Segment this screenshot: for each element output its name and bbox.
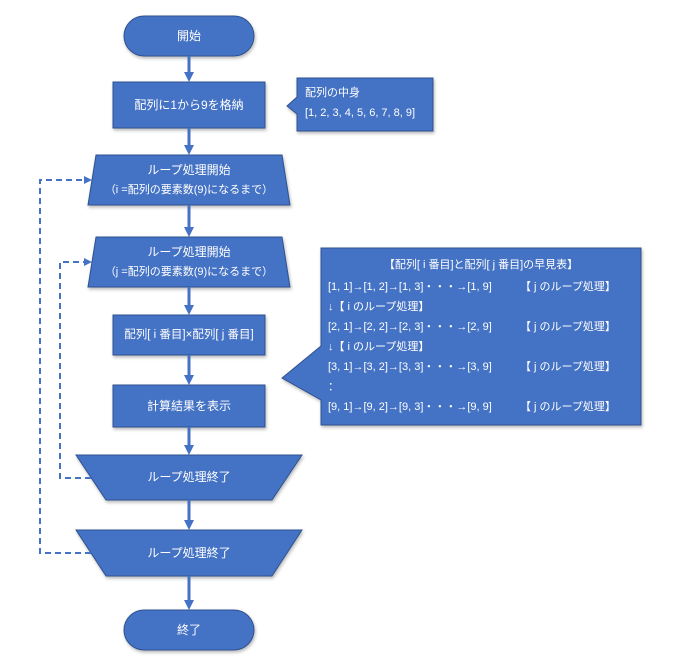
inner-loop-end-shape: [75, 454, 303, 501]
lookup-line: ↓【 i のループ処理】: [328, 340, 429, 353]
inner-loop-start-shape: [87, 236, 291, 288]
inner-loop-end-label: ループ処理終了: [147, 469, 230, 484]
multiply-process-shape: [112, 314, 266, 356]
init-process-label: 配列に1から9を格納: [134, 97, 243, 112]
lookup-line: [1, 1]→[1, 2]→[1, 3]・・・→[1, 9]: [328, 281, 492, 293]
array-note-callout: 配列の中身 [1, 2, 3, 4, 5, 6, 7, 8, 9]: [286, 77, 434, 132]
lookup-table-callout: 【配列[ i 番目]と配列[ j 番目]の早見表】 [1, 1]→[1, 2]→…: [281, 247, 642, 426]
outer-loop-start: ループ処理開始 （i =配列の要素数(9)になるまで）: [87, 154, 291, 206]
lookup-line-note: 【 j のループ処理】: [520, 320, 616, 333]
lookup-line: ：: [328, 381, 339, 393]
display-process-box: 計算結果を表示: [112, 384, 266, 428]
end-label: 終了: [177, 622, 201, 637]
outer-loop-start-shape: [87, 154, 291, 206]
array-note-shape: [286, 77, 434, 132]
display-process-shape: [112, 384, 266, 428]
lookup-line: ↓【 i のループ処理】: [328, 300, 429, 313]
multiply-process-box: 配列[ i 番目]×配列[ j 番目]: [112, 314, 266, 356]
outer-loop-end: ループ処理終了: [75, 529, 303, 577]
init-process-box: 配列に1から9を格納: [112, 81, 266, 129]
multiply-process-label: 配列[ i 番目]×配列[ j 番目]: [124, 327, 253, 341]
lookup-table-title: 【配列[ i 番目]と配列[ j 番目]の早見表】: [384, 257, 578, 271]
lookup-line: [9, 1]→[9, 2]→[9, 3]・・・→[9, 9]: [328, 401, 492, 413]
lookup-line: [3, 1]→[3, 2]→[3, 3]・・・→[3, 9]: [328, 361, 492, 373]
lookup-line-note: 【 j のループ処理】: [520, 400, 616, 413]
end-terminal-shape: [123, 609, 255, 651]
outer-loop-end-label: ループ処理終了: [147, 545, 230, 560]
array-note-content: [1, 2, 3, 4, 5, 6, 7, 8, 9]: [305, 107, 415, 119]
end-terminal: 終了: [123, 609, 255, 651]
start-label: 開始: [177, 29, 201, 43]
outer-loop-end-shape: [75, 529, 303, 577]
lookup-line-note: 【 j のループ処理】: [520, 280, 616, 293]
inner-loop-return-connector: [59, 258, 92, 479]
outer-loop-return-connector: [39, 176, 92, 554]
inner-loop-condition: （j =配列の要素数(9)になるまで）: [105, 264, 273, 278]
inner-loop-end: ループ処理終了: [75, 454, 303, 501]
lookup-line: [2, 1]→[2, 2]→[2, 3]・・・→[2, 9]: [328, 321, 492, 333]
inner-loop-start: ループ処理開始 （j =配列の要素数(9)になるまで）: [87, 236, 291, 288]
lookup-line-note: 【 j のループ処理】: [520, 360, 616, 373]
init-process-shape: [112, 81, 266, 129]
inner-loop-start-label: ループ処理開始: [147, 245, 230, 259]
display-process-label: 計算結果を表示: [147, 398, 231, 413]
array-note-title: 配列の中身: [305, 85, 360, 99]
outer-loop-condition: （i =配列の要素数(9)になるまで）: [105, 182, 273, 196]
start-terminal: 開始: [123, 15, 255, 57]
lookup-table-shape: [281, 247, 642, 426]
outer-loop-start-label: ループ処理開始: [147, 163, 230, 177]
